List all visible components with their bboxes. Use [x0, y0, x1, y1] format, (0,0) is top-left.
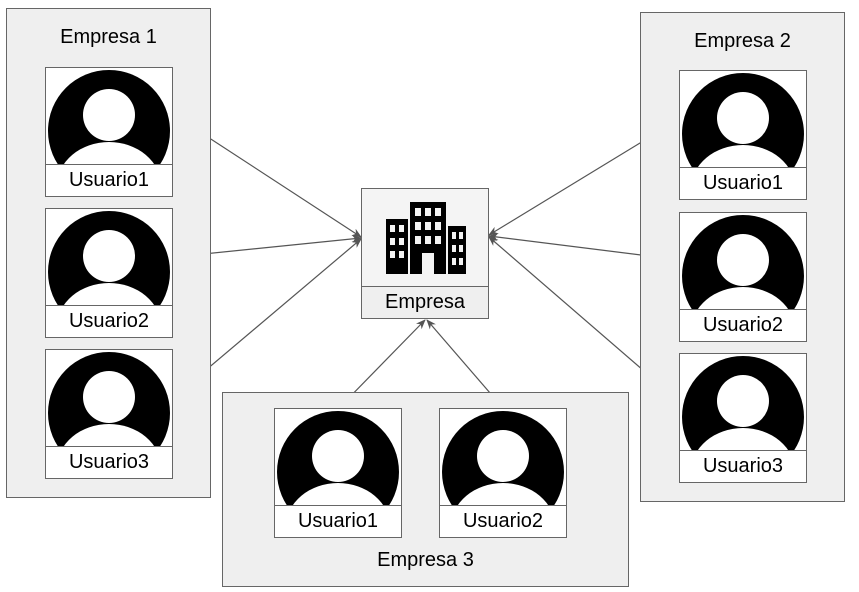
- user-node-e2-2[interactable]: Usuario2: [679, 212, 807, 342]
- user-avatar-svg: [48, 352, 170, 446]
- user-avatar-icon: [439, 408, 567, 506]
- user-label: Usuario1: [45, 164, 173, 197]
- user-label: Usuario1: [679, 167, 807, 200]
- user-node-e2-3[interactable]: Usuario3: [679, 353, 807, 483]
- user-avatar-svg: [277, 411, 399, 505]
- user-avatar-icon: [679, 353, 807, 451]
- user-avatar-icon: [45, 349, 173, 447]
- group-title: Empresa 2: [694, 30, 791, 52]
- user-avatar-icon: [45, 208, 173, 306]
- user-node-e2-1[interactable]: Usuario1: [679, 70, 807, 200]
- user-avatar-icon: [679, 70, 807, 168]
- user-avatar-svg: [682, 73, 804, 167]
- user-node-e1-1[interactable]: Usuario1: [45, 67, 173, 197]
- user-label: Usuario2: [439, 505, 567, 538]
- building-icon: [361, 188, 489, 287]
- user-node-e1-2[interactable]: Usuario2: [45, 208, 173, 338]
- user-avatar-svg: [48, 211, 170, 305]
- user-node-e1-3[interactable]: Usuario3: [45, 349, 173, 479]
- user-avatar-icon: [274, 408, 402, 506]
- user-label: Usuario1: [274, 505, 402, 538]
- user-label: Usuario2: [679, 309, 807, 342]
- user-node-e3-1[interactable]: Usuario1: [274, 408, 402, 538]
- user-avatar-icon: [45, 67, 173, 165]
- user-label: Usuario3: [679, 450, 807, 483]
- user-avatar-icon: [679, 212, 807, 310]
- building-icon-svg: [386, 202, 466, 274]
- user-label: Usuario3: [45, 446, 173, 479]
- group-title: Empresa 3: [377, 549, 474, 571]
- center-empresa-node[interactable]: Empresa: [361, 188, 489, 319]
- user-avatar-svg: [682, 215, 804, 309]
- user-avatar-svg: [48, 70, 170, 164]
- center-empresa-label: Empresa: [361, 286, 489, 319]
- group-title: Empresa 1: [60, 26, 157, 48]
- user-node-e3-2[interactable]: Usuario2: [439, 408, 567, 538]
- user-label: Usuario2: [45, 305, 173, 338]
- user-avatar-svg: [682, 356, 804, 450]
- user-avatar-svg: [442, 411, 564, 505]
